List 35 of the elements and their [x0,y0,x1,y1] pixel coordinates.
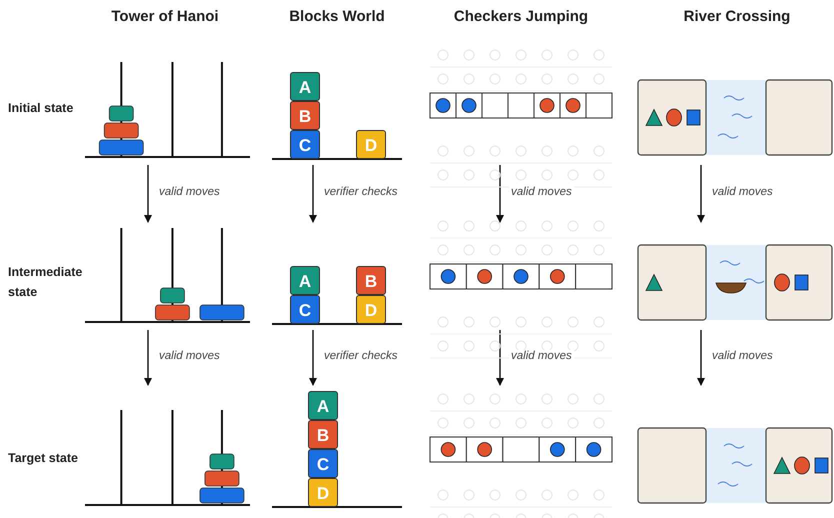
column-heading: Blocks World [289,8,385,25]
arrow [309,330,317,386]
column-heading: Tower of Hanoi [111,8,219,25]
edge-label: valid moves [710,350,775,362]
letter-block: C [290,295,320,324]
arrow [144,165,152,223]
letter-block: B [308,420,338,449]
letter-block: D [356,130,386,159]
arrow [697,330,705,386]
edge-label: verifier checks [322,186,400,198]
letter-block: B [356,266,386,295]
row-label: Intermediate state [8,264,84,301]
row-label: Target state [8,450,79,467]
edge-label: valid moves [157,186,222,198]
letter-block: C [290,130,320,159]
edge-label: valid moves [710,186,775,198]
letter-block: D [356,295,386,324]
letter-block: A [308,391,338,420]
letter-block: A [290,72,320,101]
row-label: Initial state [8,100,74,117]
letter-block: B [290,101,320,130]
letter-block: A [290,266,320,295]
arrow [496,330,504,386]
column-heading: Checkers Jumping [454,8,588,25]
arrow [144,330,152,386]
arrow [496,165,504,223]
edge-label: valid moves [157,350,222,362]
edge-label: verifier checks [322,350,400,362]
arrow [697,165,705,223]
letter-block: C [308,449,338,478]
edge-label: valid moves [509,186,574,198]
edge-label: valid moves [509,350,574,362]
arrow [309,165,317,223]
column-heading: River Crossing [684,8,790,25]
letter-block: D [308,478,338,507]
